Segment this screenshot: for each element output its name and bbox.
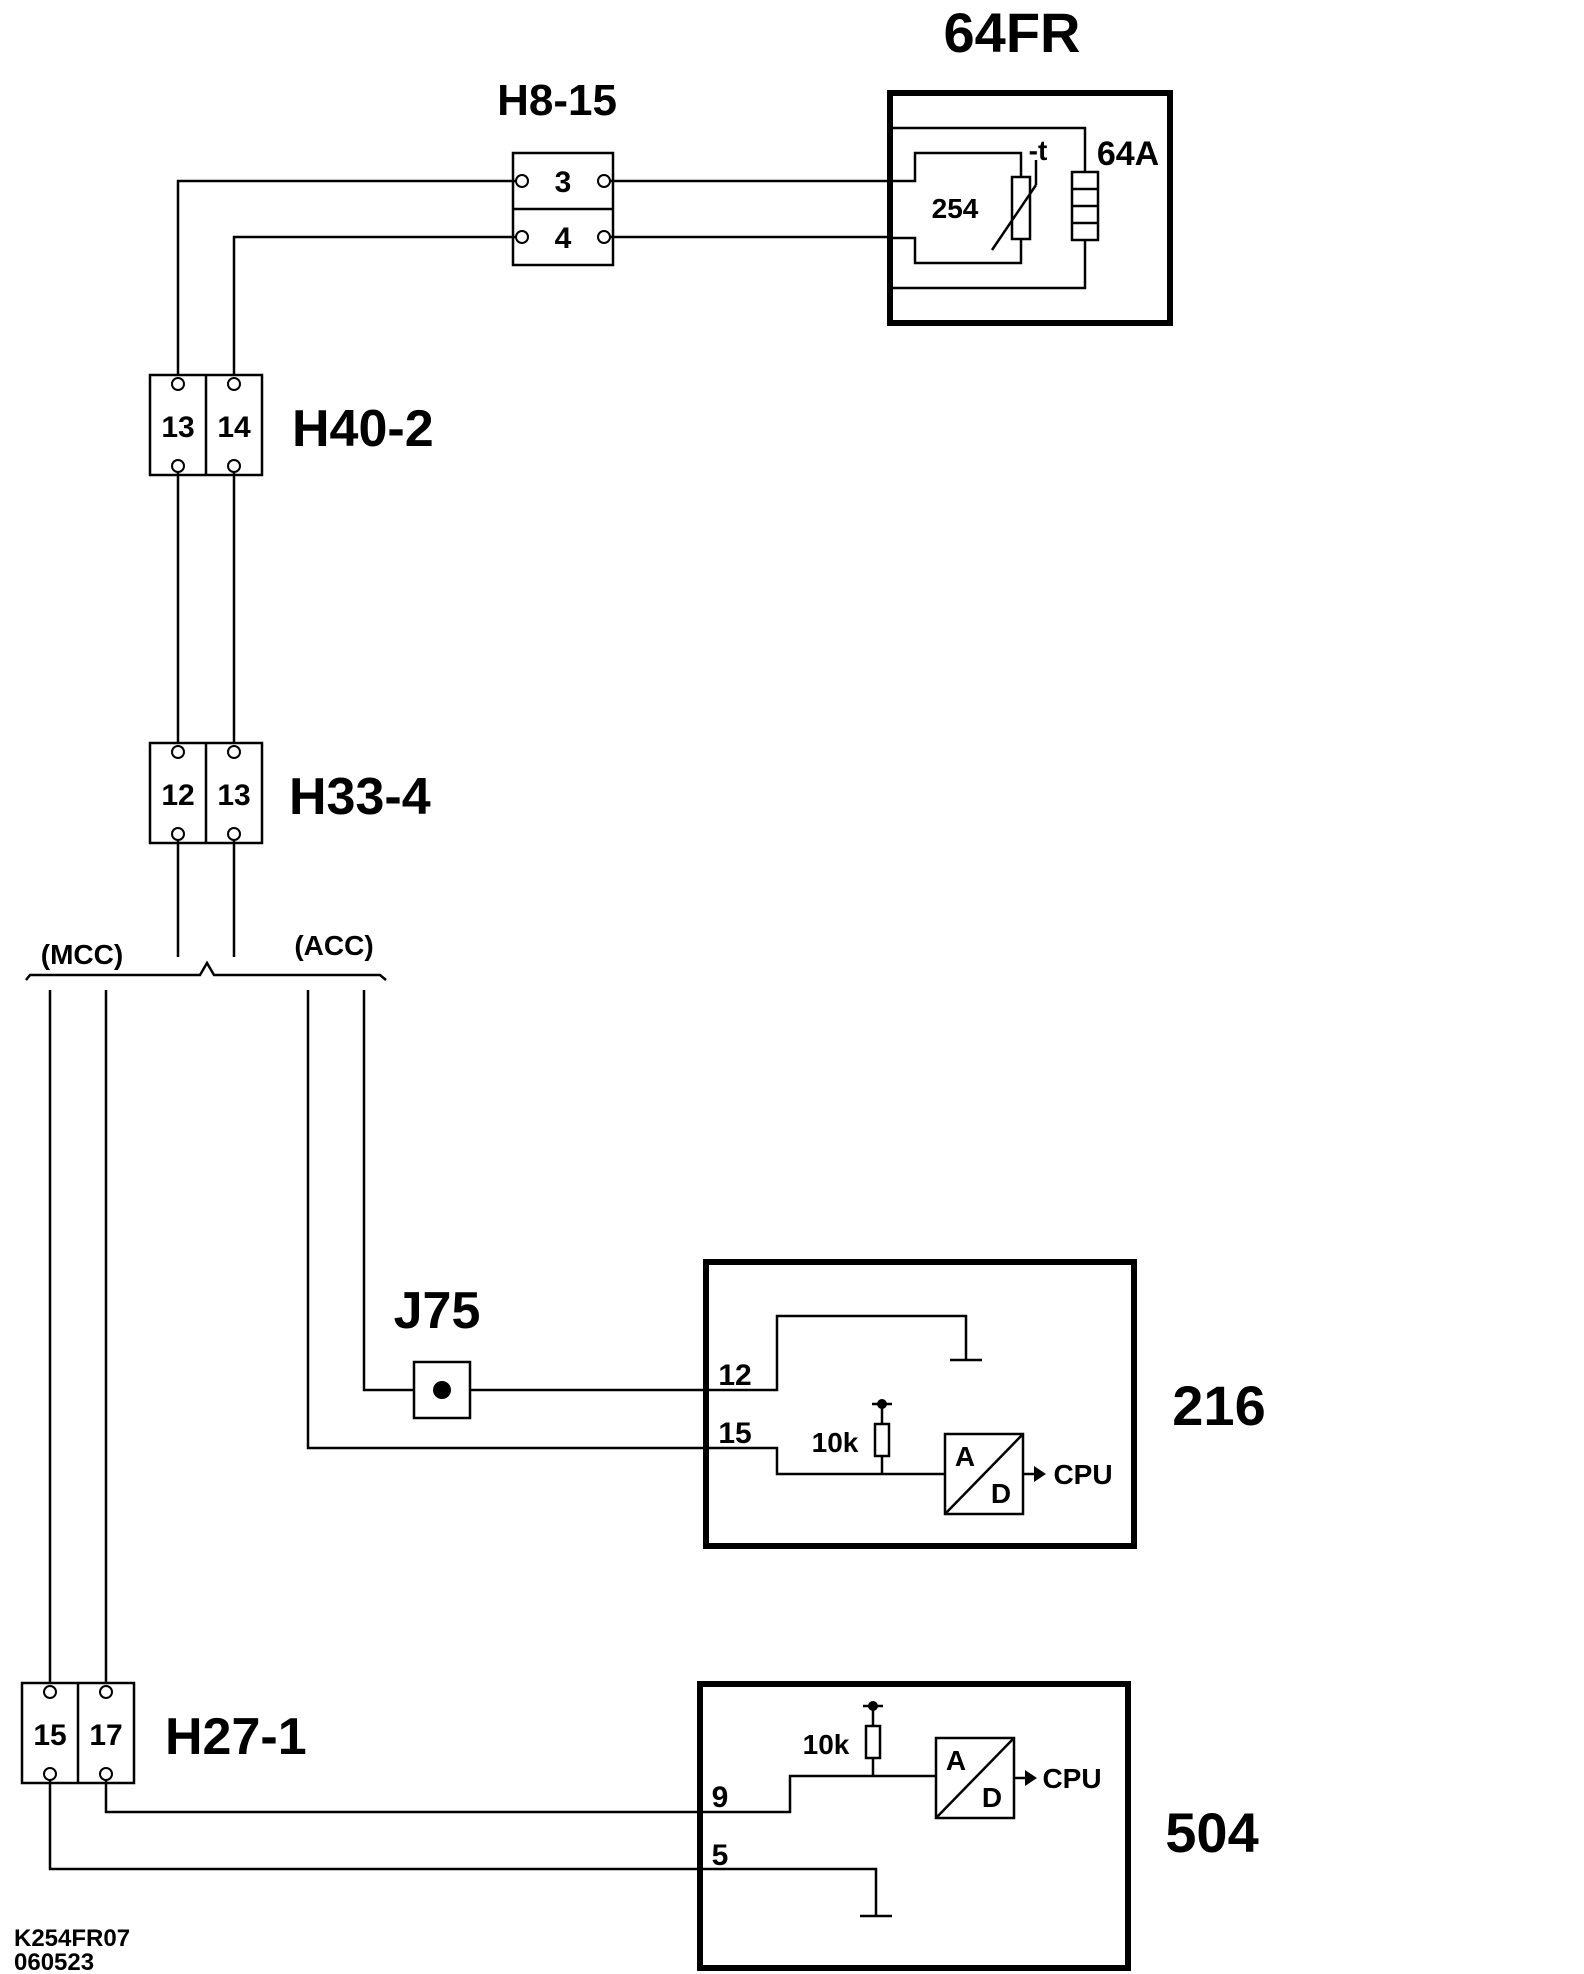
connector-h40-2-pin-14: 14 xyxy=(217,411,251,444)
wire-h27-504-pin5 xyxy=(48,1780,700,1871)
board-216-adc-d: D xyxy=(991,1478,1011,1509)
connector-h33-4-pin-13: 13 xyxy=(217,779,250,812)
board-216-adc-a: A xyxy=(955,1441,975,1472)
wire-acc-216-pin15 xyxy=(306,990,706,1450)
board-504-name: 504 xyxy=(1165,1801,1258,1864)
drawing-date: 060523 xyxy=(14,1949,94,1974)
board-216-arrow-icon xyxy=(1034,1466,1046,1482)
connector-h8-15-label: H8-15 xyxy=(497,76,617,125)
harness-brace: (MCC) (ACC) xyxy=(25,930,387,981)
connector-h33-4-pin-12: 12 xyxy=(161,779,194,812)
board-504: 504 9 5 10k A D CPU xyxy=(697,1681,1259,1971)
board-504-pin-5: 5 xyxy=(712,1839,729,1872)
board-216-signal-wire xyxy=(706,1446,945,1476)
board-504-adc-d: D xyxy=(982,1782,1002,1813)
wire-h8-h40-b xyxy=(232,235,516,380)
sensor-enclosure xyxy=(887,90,1173,326)
board-216-resistor xyxy=(873,1422,891,1458)
board-504-resistor xyxy=(864,1724,882,1760)
board-216-resistor-label: 10k xyxy=(812,1427,859,1458)
connector-h40-2-label: H40-2 xyxy=(292,400,434,458)
connector-h8-15-pin-3: 3 xyxy=(555,166,572,199)
thermistor-value: 254 xyxy=(932,193,979,224)
sensor-title: 64FR xyxy=(944,1,1081,64)
connector-h27-1-pin-15: 15 xyxy=(33,1719,66,1752)
harness-acc-label: (ACC) xyxy=(294,930,373,961)
connector-h33-4: 12 13 H33-4 xyxy=(148,741,431,845)
board-504-cpu-label: CPU xyxy=(1042,1763,1101,1794)
drawing-code: K254FR07 xyxy=(14,1925,130,1952)
connector-h8-15-pin-4: 4 xyxy=(555,222,572,255)
wire-h8-h40-a xyxy=(176,179,516,380)
wire-h27-504-pin9 xyxy=(104,1780,700,1814)
board-216-enclosure xyxy=(703,1259,1137,1549)
connector-h27-1-label: H27-1 xyxy=(165,1708,307,1766)
board-504-enclosure xyxy=(697,1681,1131,1971)
board-216: 216 12 15 10k A D CPU xyxy=(703,1259,1266,1549)
board-504-arrow-icon xyxy=(1025,1770,1037,1786)
board-504-resistor-label: 10k xyxy=(803,1729,850,1760)
board-504-signal-wire xyxy=(700,1774,936,1814)
connector-h8-15: H8-15 3 4 xyxy=(497,76,617,267)
board-504-adc-a: A xyxy=(946,1745,966,1776)
connector-j75: J75 xyxy=(394,1282,481,1420)
connector-h33-4-label: H33-4 xyxy=(289,768,431,826)
connector-j75-label: J75 xyxy=(394,1282,481,1340)
heater-symbol xyxy=(1070,170,1100,242)
thermistor-symbol-label: -t xyxy=(1029,135,1048,166)
board-216-cpu-label: CPU xyxy=(1053,1459,1112,1490)
connector-h40-2-pin-13: 13 xyxy=(161,411,194,444)
connector-h40-2: 13 14 H40-2 xyxy=(148,373,434,477)
wire-acc-j75 xyxy=(362,990,418,1392)
connector-h27-1: 15 17 H27-1 xyxy=(20,1681,307,1785)
board-216-pin-15: 15 xyxy=(718,1417,751,1450)
board-504-pin-9: 9 xyxy=(712,1781,729,1814)
board-216-pin-12: 12 xyxy=(718,1359,751,1392)
board-216-name: 216 xyxy=(1172,1374,1265,1437)
board-504-ground-wire xyxy=(700,1867,878,1916)
heater-label: 64A xyxy=(1097,135,1159,173)
connector-h27-1-pin-17: 17 xyxy=(89,1719,122,1752)
thermistor-symbol xyxy=(990,160,1038,251)
connector-j75-contact xyxy=(433,1381,451,1399)
board-216-ground-wire xyxy=(706,1314,968,1392)
harness-mcc-label: (MCC) xyxy=(41,939,123,970)
sensor-64fr: 64FR -t 254 64A xyxy=(887,1,1173,326)
